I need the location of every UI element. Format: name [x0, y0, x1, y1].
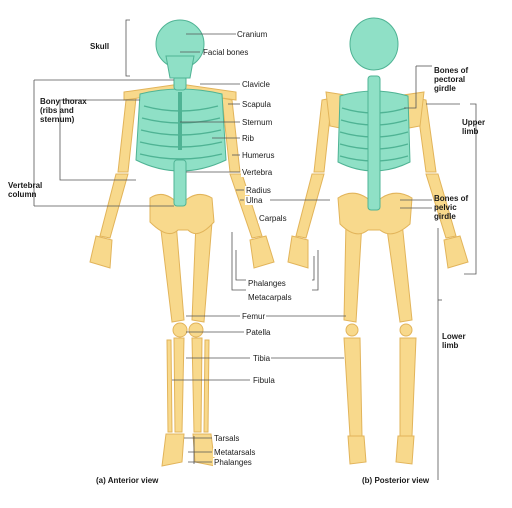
label-radius: Radius	[245, 186, 272, 195]
label-pectoral-3: girdle	[434, 84, 456, 93]
anterior-left-humerus	[117, 97, 137, 173]
anterior-vertebral-column	[173, 159, 187, 207]
label-fibula: Fibula	[252, 376, 276, 385]
posterior-left-leg	[343, 337, 363, 437]
posterior-right-foot	[395, 435, 415, 465]
label-tibia: Tibia	[252, 354, 272, 363]
posterior-left-femur	[343, 221, 363, 323]
posterior-left-foot	[347, 435, 367, 465]
label-pelvic-3: girdle	[434, 212, 456, 221]
anterior-left-fibula	[166, 339, 173, 433]
label-facial-bones: Facial bones	[203, 48, 249, 57]
posterior-left-forearm	[295, 173, 325, 239]
posterior-right-knee	[399, 323, 413, 337]
label-phalanges-hand: Phalanges	[247, 279, 287, 288]
posterior-skeleton	[287, 17, 469, 465]
posterior-right-femur	[385, 221, 413, 323]
anterior-right-forearm	[229, 173, 263, 239]
label-metacarpals: Metacarpals	[247, 293, 293, 302]
posterior-left-knee	[345, 323, 359, 337]
label-sternum: Sternum	[241, 118, 274, 127]
anterior-skeleton	[89, 19, 275, 467]
posterior-right-forearm	[425, 173, 457, 239]
anterior-pelvis	[149, 193, 215, 235]
anterior-right-femur	[191, 221, 213, 323]
label-skull: Skull	[90, 42, 110, 51]
anterior-left-femur	[159, 221, 185, 323]
posterior-right-hand	[443, 235, 469, 269]
label-bony-thorax-3: sternum)	[40, 115, 75, 124]
label-vertebral-column-2: column	[8, 190, 37, 199]
caption-anterior-view: (a) Anterior view	[96, 476, 159, 485]
label-clavicle: Clavicle	[241, 80, 272, 89]
label-ulna: Ulna	[245, 196, 264, 205]
posterior-pelvis	[337, 192, 413, 235]
anterior-left-foot	[161, 433, 185, 467]
label-phalanges-foot: Phalanges	[213, 458, 253, 467]
label-pelvic-2: pelvic	[434, 203, 457, 212]
label-cranium: Cranium	[236, 30, 269, 39]
label-scapula: Scapula	[241, 100, 272, 109]
anterior-right-tibia	[191, 337, 203, 433]
label-upper-limb-2: limb	[462, 127, 479, 136]
label-upper-limb-1: Upper	[462, 118, 486, 127]
leader-lines	[33, 19, 477, 480]
anterior-right-hand	[249, 235, 275, 269]
anterior-right-foot	[192, 433, 216, 467]
label-pectoral-1: Bones of	[434, 66, 469, 75]
posterior-cranium	[349, 17, 399, 71]
label-bony-thorax-2: (ribs and	[40, 106, 74, 115]
label-rib: Rib	[241, 134, 256, 143]
label-lower-limb-1: Lower	[442, 332, 466, 341]
label-metatarsals: Metatarsals	[213, 448, 257, 457]
anterior-right-patella	[188, 322, 204, 338]
posterior-vertebral-column	[367, 75, 381, 211]
label-tarsals: Tarsals	[213, 434, 241, 443]
label-lower-limb-2: limb	[442, 341, 459, 350]
anterior-left-tibia	[173, 337, 185, 433]
anterior-right-fibula	[203, 339, 210, 433]
label-bony-thorax-1: Bony thorax	[40, 97, 87, 106]
anterior-left-patella	[172, 322, 188, 338]
label-vertebra: Vertebra	[241, 168, 274, 177]
anterior-jaw	[165, 55, 195, 79]
label-vertebral-column-1: Vertebral	[8, 181, 43, 190]
label-patella: Patella	[245, 328, 272, 337]
caption-posterior-view: (b) Posterior view	[362, 476, 430, 485]
posterior-left-hand	[287, 235, 309, 269]
label-humerus: Humerus	[241, 151, 276, 160]
label-femur: Femur	[241, 312, 267, 321]
anterior-left-hand	[89, 235, 113, 269]
label-pectoral-2: pectoral	[434, 75, 466, 84]
label-pelvic-1: Bones of	[434, 194, 469, 203]
label-carpals: Carpals	[258, 214, 288, 223]
posterior-right-leg	[399, 337, 417, 437]
